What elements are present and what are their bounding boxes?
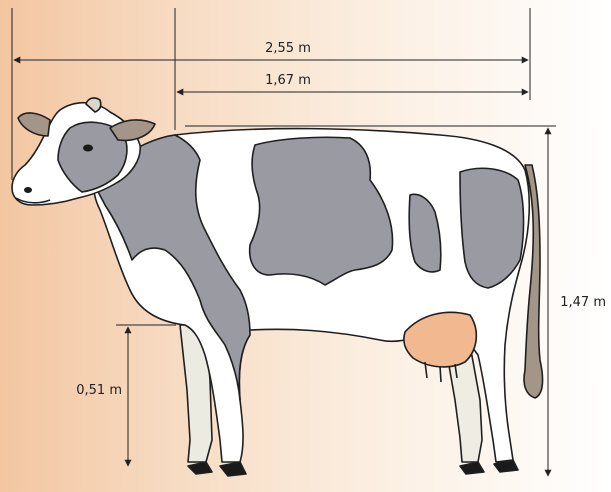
cow-nostril bbox=[24, 187, 32, 193]
hoof-front-near bbox=[188, 462, 212, 474]
label-trunk-length: 1,67 m bbox=[265, 73, 311, 88]
left-ear bbox=[18, 113, 50, 136]
cow-eye bbox=[83, 145, 93, 152]
label-leg-height: 0,51 m bbox=[76, 383, 122, 398]
label-height: 1,47 m bbox=[560, 295, 606, 310]
rump-patch bbox=[460, 168, 524, 288]
hoof-front-far bbox=[220, 462, 246, 476]
hoof-back-near bbox=[460, 462, 484, 474]
cow-illustration bbox=[12, 98, 543, 476]
label-body-length: 2,55 m bbox=[265, 41, 311, 56]
